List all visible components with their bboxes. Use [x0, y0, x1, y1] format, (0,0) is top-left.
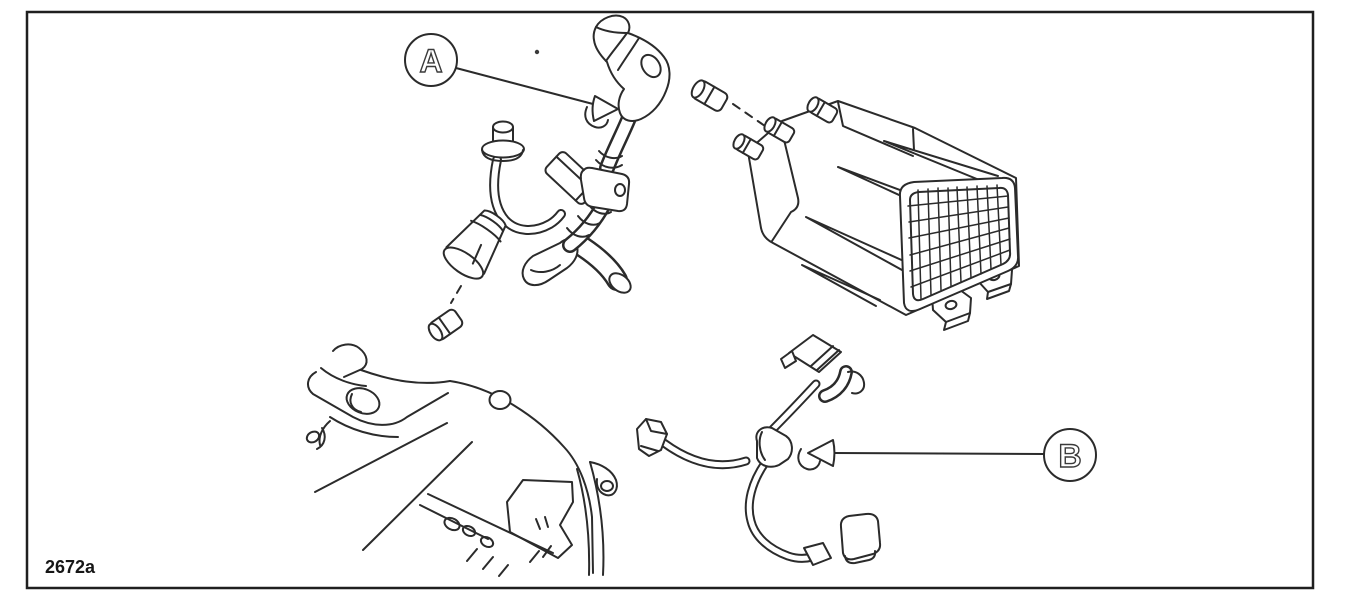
callout-b-arrow — [797, 439, 836, 471]
tee-fitting — [579, 166, 631, 213]
harness-clip — [755, 426, 793, 468]
canister-port-nipple — [763, 116, 796, 144]
bolt — [481, 120, 525, 162]
wiring-harness-B — [636, 334, 882, 566]
engine-outline-drawing — [305, 343, 618, 577]
callout-b-leader-line — [833, 452, 1045, 455]
callout-a-circle — [404, 33, 458, 87]
callout-a-arrow — [584, 95, 619, 129]
canister-port-nipple — [732, 133, 765, 161]
callout-a-marker: A — [404, 33, 619, 129]
top-elbow-fitting — [592, 14, 671, 122]
vent-valve-cylinder — [442, 209, 507, 280]
harness-wire-end — [803, 542, 832, 566]
figure-code: 2672a — [45, 557, 96, 577]
callout-a-label: A — [419, 43, 442, 79]
print-dot — [534, 49, 540, 55]
hose-cap-plug — [427, 308, 464, 342]
callout-b-label: B — [1058, 438, 1081, 474]
harness-connector-left — [636, 418, 668, 457]
callout-a-leader-line — [455, 67, 594, 105]
assembly-locator-dashes — [450, 285, 462, 304]
callout-b-circle — [1043, 428, 1097, 482]
harness-connector-top — [780, 334, 842, 373]
figure-border — [25, 10, 1315, 590]
assembly-locator-dashes — [732, 103, 766, 127]
harness-connector-bottom — [839, 512, 882, 565]
canister-grille — [898, 176, 1020, 312]
canister-cap-plug — [690, 79, 729, 112]
canister-port-nipple — [806, 96, 839, 124]
callout-b-marker: B — [797, 428, 1097, 482]
evap-canister-drawing — [690, 79, 1020, 331]
hose-assembly-A — [427, 14, 671, 342]
